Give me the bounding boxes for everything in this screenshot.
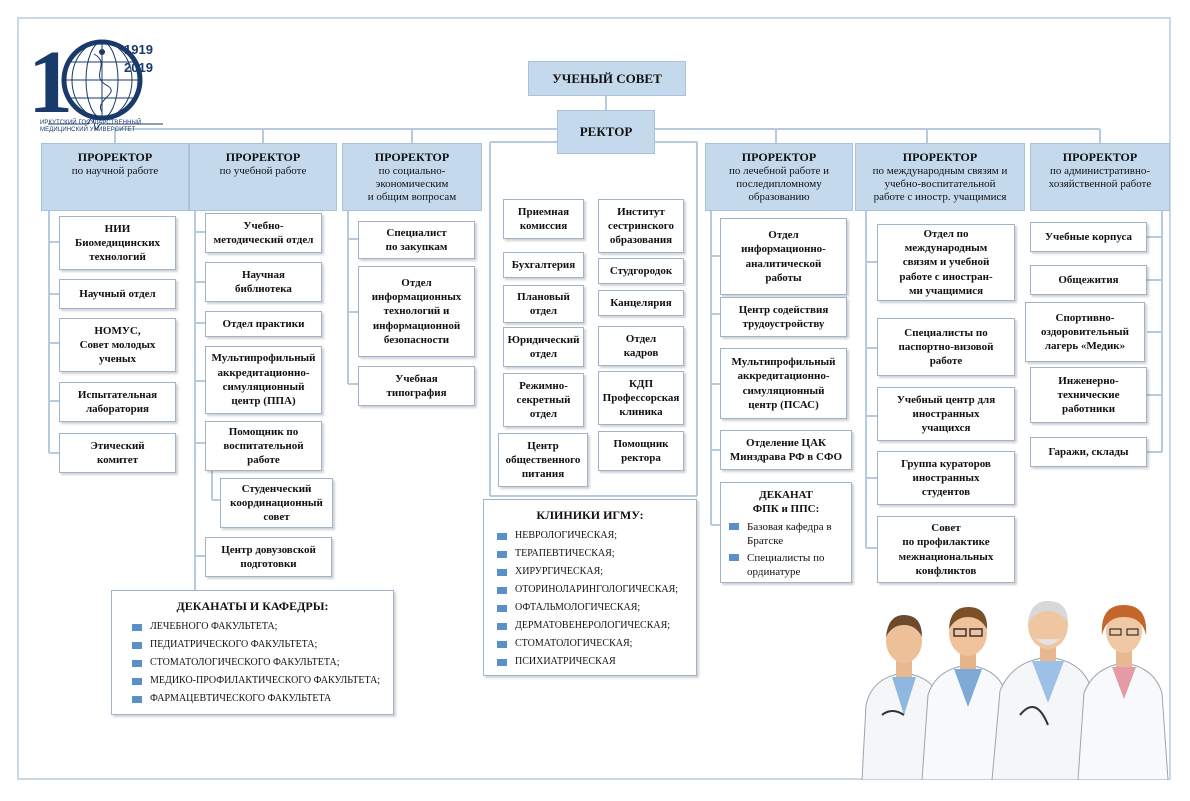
org-unit: Учебно-методический отдел: [205, 213, 322, 253]
bullet-icon: [132, 623, 142, 631]
doctor-figure: [921, 607, 1011, 780]
org-unit: Студгородок: [598, 258, 684, 284]
org-unit: Гаражи, склады: [1030, 437, 1147, 467]
clinics-list: КЛИНИКИ ИГМУ: НЕВРОЛОГИЧЕСКАЯ; ТЕРАПЕВТИ…: [483, 499, 697, 676]
anniversary-years: 1919 2019: [124, 42, 153, 75]
org-unit: Научный отдел: [59, 279, 176, 309]
list-item: ПСИХИАТРИЧЕСКАЯ: [497, 653, 696, 671]
deanery-title: ДЕКАНАТЫ И КАФЕДРЫ:: [176, 599, 329, 613]
doctor-figure: [1077, 605, 1169, 780]
bullet-icon: [497, 550, 507, 558]
bullet-icon: [132, 695, 142, 703]
list-item: ДЕРМАТОВЕНЕРОЛОГИЧЕСКАЯ;: [497, 617, 696, 635]
page-frame: [17, 17, 1171, 780]
list-item: ОТОРИНОЛАРИНГОЛОГИЧЕСКАЯ;: [497, 581, 696, 599]
bullet-icon: [729, 554, 739, 562]
academic-council: УЧЕНЫЙ СОВЕТ: [528, 61, 686, 96]
org-unit: Бухгалтерия: [503, 252, 584, 278]
bullet-icon: [497, 640, 507, 648]
bullet-icon: [497, 622, 507, 630]
rector: РЕКТОР: [557, 110, 655, 154]
bullet-icon: [497, 586, 507, 594]
list-item: ХИРУРГИЧЕСКАЯ;: [497, 563, 696, 581]
bullet-icon: [497, 658, 507, 666]
university-name: ИРКУТСКИЙ ГОСУДАРСТВЕННЫЙ МЕДИЦИНСКИЙ УН…: [40, 120, 142, 134]
list-item: ЛЕЧЕБНОГО ФАКУЛЬТЕТА;: [132, 618, 393, 636]
year-start: 1919: [124, 42, 153, 57]
bullet-icon: [497, 604, 507, 612]
org-unit: Общежития: [1030, 265, 1147, 295]
bullet-icon: [497, 568, 507, 576]
org-unit: Учебные корпуса: [1030, 222, 1147, 252]
list-item: СТОМАТОЛОГИЧЕСКАЯ;: [497, 635, 696, 653]
list-item: МЕДИКО-ПРОФИЛАКТИЧЕСКОГО ФАКУЛЬТЕТА;: [132, 672, 393, 690]
list-item: ОФТАЛЬМОЛОГИЧЕСКАЯ;: [497, 599, 696, 617]
bullet-icon: [132, 677, 142, 685]
university-logo: 1: [28, 33, 163, 132]
doctor-figure: [861, 615, 945, 780]
bullet-icon: [132, 659, 142, 667]
bullet-icon: [497, 532, 507, 540]
list-item: ПЕДИАТРИЧЕСКОГО ФАКУЛЬТЕТА;: [132, 636, 393, 654]
bullet-icon: [729, 522, 739, 530]
bullet-icon: [132, 641, 142, 649]
doctors-illustration: [861, 601, 1169, 780]
list-item: НЕВРОЛОГИЧЕСКАЯ;: [497, 527, 696, 545]
list-item: ФАРМАЦЕВТИЧЕСКОГО ФАКУЛЬТЕТА: [132, 690, 393, 708]
clinics-title: КЛИНИКИ ИГМУ:: [536, 508, 644, 522]
list-item: СТОМАТОЛОГИЧЕСКОГО ФАКУЛЬТЕТА;: [132, 654, 393, 672]
list-item: ТЕРАПЕВТИЧЕСКАЯ;: [497, 545, 696, 563]
org-unit: Канцелярия: [598, 290, 684, 316]
year-end: 2019: [124, 60, 153, 75]
org-unit: Отдел практики: [205, 311, 322, 337]
deanery-list: ДЕКАНАТЫ И КАФЕДРЫ: ЛЕЧЕБНОГО ФАКУЛЬТЕТА…: [111, 590, 394, 715]
